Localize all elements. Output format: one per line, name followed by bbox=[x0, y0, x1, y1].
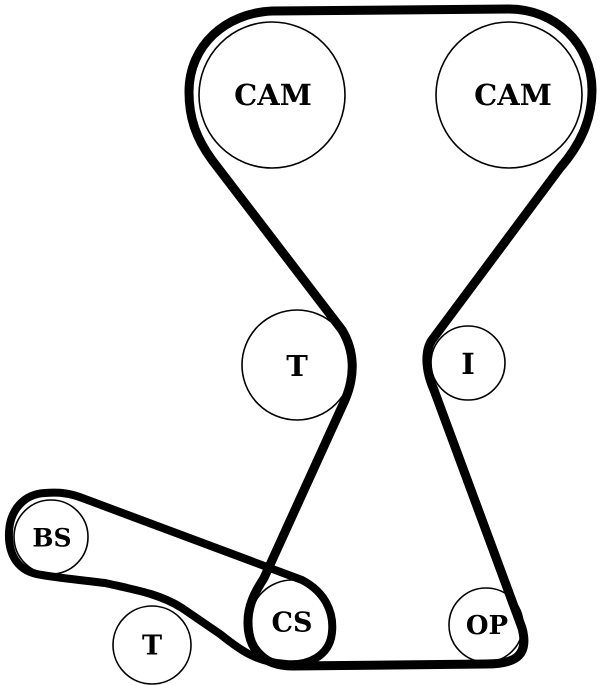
cam-label-right: CAM bbox=[474, 78, 552, 112]
cam-pulley-right bbox=[435, 21, 583, 169]
tensioner-label-lower: T bbox=[142, 631, 162, 662]
cam-pulley-left bbox=[198, 21, 346, 169]
crankshaft-label: CS bbox=[272, 608, 313, 639]
balance-shaft-label: BS bbox=[32, 524, 71, 553]
idler-label: I bbox=[461, 347, 475, 381]
oil-pump-label: OP bbox=[466, 611, 508, 641]
cam-label-left: CAM bbox=[234, 78, 312, 112]
tensioner-pulley-lower bbox=[112, 605, 192, 685]
balance-shaft-belt bbox=[4, 488, 337, 669]
tensioner-label-upper: T bbox=[286, 349, 308, 383]
